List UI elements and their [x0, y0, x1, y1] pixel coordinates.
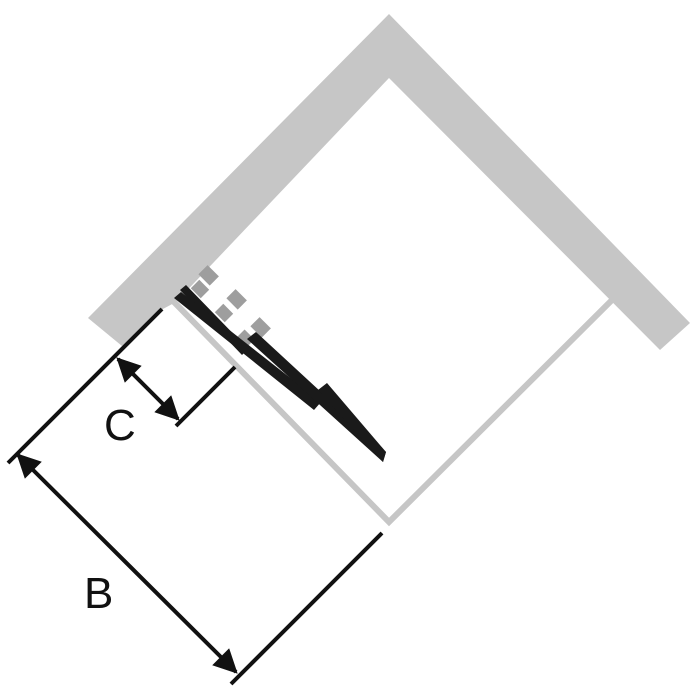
dimension-b-label: B — [84, 569, 113, 618]
hinge-block — [214, 303, 234, 323]
hinge-block — [190, 279, 210, 299]
sliding-door-panel — [247, 332, 386, 462]
dimension-b-right-extension-line — [229, 531, 384, 686]
glass-panels — [174, 285, 386, 462]
shower-tray-outline — [171, 297, 615, 527]
dimension-b-left-extension-line — [6, 307, 164, 465]
hinge-block — [250, 317, 271, 338]
dimension-c-label: C — [104, 401, 136, 450]
hinge-block — [226, 289, 247, 310]
sliding-door-panel — [174, 292, 321, 410]
dimension-b-arrow-line — [16, 453, 238, 674]
dimension-c: C — [104, 357, 237, 450]
dimension-c-arrow-line — [116, 357, 180, 421]
dimension-c-extension-line — [174, 365, 237, 428]
door-end-panel — [318, 383, 386, 462]
hinge-block — [198, 265, 219, 286]
hinge-block — [236, 329, 255, 348]
dimension-b: B — [6, 307, 384, 686]
hinge-group — [190, 265, 271, 348]
corner-walls — [88, 14, 690, 350]
